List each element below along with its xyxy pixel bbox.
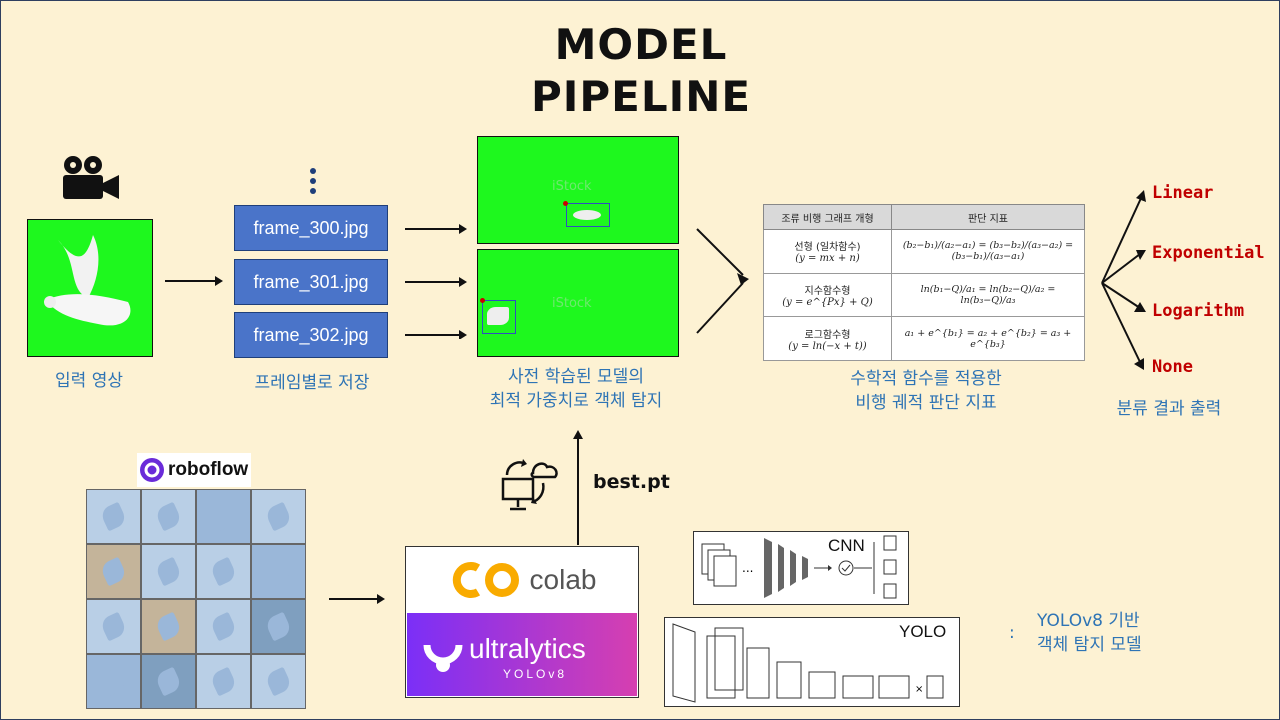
class-none: None	[1152, 357, 1193, 377]
detection-screen-2: iStock	[477, 249, 679, 357]
dataset-thumbnail	[252, 600, 305, 653]
model-note-line-2: 객체 탐지 모델	[1037, 635, 1142, 655]
row-criterion: a₁ + e^{b₁} = a₂ + e^{b₂} = a₃ + e^{b₃}	[891, 316, 1085, 361]
ultralytics-label: ultralytics	[469, 633, 586, 664]
flight-criteria-table: 조류 비행 그래프 개형 판단 지표 선형 (일차함수) (y = mx + n…	[763, 204, 1085, 361]
dove-image	[44, 235, 131, 326]
model-note: YOLOv8 기반 객체 탐지 모델	[1037, 609, 1142, 657]
dataset-thumbnail	[252, 655, 305, 708]
frame-box-300: frame_300.jpg	[234, 205, 388, 251]
row-equation: (y = ln(−x + t))	[788, 340, 867, 352]
input-video-thumbnail	[27, 219, 153, 357]
weights-label: best.pt	[593, 471, 670, 493]
arrow-dataset-to-training	[329, 594, 385, 604]
table-header-graph-type: 조류 비행 그래프 개형	[763, 204, 892, 230]
ultralytics-logo: ultralytics YOLOv8	[407, 613, 637, 696]
cnn-label: CNN	[828, 536, 865, 555]
row-equation: (y = e^{Px} + Q)	[782, 296, 873, 308]
detection-caption-line-2: 최적 가중치로 객체 탐지	[489, 391, 663, 411]
yolo-diagram: × YOLO	[664, 617, 960, 707]
table-caption: 수학적 함수를 적용한 비행 궤적 판단 지표	[791, 367, 1061, 415]
roboflow-logo: roboflow	[137, 453, 251, 487]
dataset-thumbnail	[142, 490, 195, 543]
svg-text:...: ...	[742, 561, 753, 575]
table-header-criterion: 판단 지표	[891, 204, 1085, 230]
dataset-thumbnail	[142, 655, 195, 708]
colab-logo: colab	[406, 547, 638, 613]
cnn-architecture-sketch: ...	[701, 535, 897, 599]
dataset-image-grid	[86, 489, 306, 709]
table-row: 선형 (일차함수) (y = mx + n) (b₂−b₁)/(a₂−a₁) =…	[763, 229, 1085, 274]
svg-text:×: ×	[915, 684, 923, 695]
model-note-colon: :	[1009, 623, 1015, 643]
colab-label: colab	[529, 564, 597, 595]
arrow-input-to-frames	[165, 276, 223, 286]
title-line-2: PIPELINE	[530, 72, 752, 121]
input-caption: 입력 영상	[55, 371, 123, 391]
cnn-diagram: ... CNN	[693, 531, 909, 605]
detection-caption-line-1: 사전 학습된 모델의	[508, 367, 644, 387]
bounding-box	[482, 300, 516, 334]
dataset-thumbnail	[87, 490, 140, 543]
dataset-thumbnail	[197, 490, 250, 543]
classification-arrows	[1101, 190, 1146, 370]
dataset-thumbnail	[197, 545, 250, 598]
table-row: 지수함수형 (y = e^{Px} + Q) ln(b₁−Q)/a₁ = ln(…	[763, 272, 1085, 318]
row-graph-type: 지수함수형 (y = e^{Px} + Q)	[763, 272, 892, 318]
yolov8-label: YOLOv8	[503, 667, 568, 681]
classes-caption: 분류 결과 출력	[1116, 399, 1222, 419]
table-caption-line-2: 비행 궤적 판단 지표	[855, 393, 997, 413]
model-note-line-1: YOLOv8 기반	[1037, 611, 1140, 631]
yolo-label: YOLO	[899, 622, 947, 641]
dataset-thumbnail	[252, 545, 305, 598]
arrows-frames-to-detection	[405, 224, 467, 339]
tracking-point	[480, 298, 485, 303]
dataset-thumbnail	[142, 600, 195, 653]
page-title: MODEL PIPELINE	[441, 19, 841, 123]
tracking-point	[563, 201, 568, 206]
dataset-thumbnail	[87, 655, 140, 708]
watermark-text: iStock	[552, 179, 592, 194]
yolo-architecture-sketch: ×	[672, 623, 944, 703]
video-camera-icon	[59, 155, 123, 203]
row-name: 로그함수형	[804, 329, 851, 341]
detection-screen-1: iStock	[477, 136, 679, 244]
table-row: 로그함수형 (y = ln(−x + t)) a₁ + e^{b₁} = a₂ …	[763, 316, 1085, 361]
frame-box-301: frame_301.jpg	[234, 259, 388, 305]
table-caption-line-1: 수학적 함수를 적용한	[850, 369, 1002, 389]
training-platform-box: colab ultralytics YOLOv8	[405, 546, 639, 698]
dataset-thumbnail	[197, 655, 250, 708]
row-name: 지수함수형	[804, 285, 851, 297]
roboflow-label: roboflow	[168, 459, 249, 480]
roboflow-icon	[140, 458, 164, 482]
watermark-text: iStock	[552, 296, 592, 311]
dataset-thumbnail	[252, 490, 305, 543]
dataset-thumbnail	[197, 600, 250, 653]
row-criterion: ln(b₁−Q)/a₁ = ln(b₂−Q)/a₂ = ln(b₃−Q)/a₃	[891, 272, 1085, 318]
class-linear: Linear	[1152, 183, 1214, 203]
dataset-thumbnail	[87, 545, 140, 598]
dataset-thumbnail	[87, 600, 140, 653]
row-graph-type: 로그함수형 (y = ln(−x + t))	[763, 316, 892, 361]
class-logarithm: Logarithm	[1152, 301, 1245, 321]
ultralytics-icon	[423, 644, 463, 672]
class-exponential: Exponential	[1152, 243, 1265, 263]
arrow-training-to-detection	[573, 430, 583, 545]
cloud-sync-icon	[499, 449, 565, 513]
row-graph-type: 선형 (일차함수) (y = mx + n)	[763, 229, 892, 274]
row-criterion: (b₂−b₁)/(a₂−a₁) = (b₃−b₂)/(a₃−a₂) = (b₃−…	[891, 229, 1085, 274]
title-line-1: MODEL	[554, 20, 728, 69]
frame-box-302: frame_302.jpg	[234, 312, 388, 358]
frames-caption: 프레임별로 저장	[254, 373, 370, 393]
detection-caption: 사전 학습된 모델의 최적 가중치로 객체 탐지	[451, 365, 701, 413]
dataset-thumbnail	[142, 545, 195, 598]
row-equation: (y = mx + n)	[795, 253, 860, 265]
colab-icon	[452, 562, 519, 598]
arrows-detection-to-table	[696, 228, 749, 334]
bounding-box	[566, 203, 610, 227]
more-frames-dots	[309, 167, 317, 197]
row-name: 선형 (일차함수)	[794, 242, 861, 254]
